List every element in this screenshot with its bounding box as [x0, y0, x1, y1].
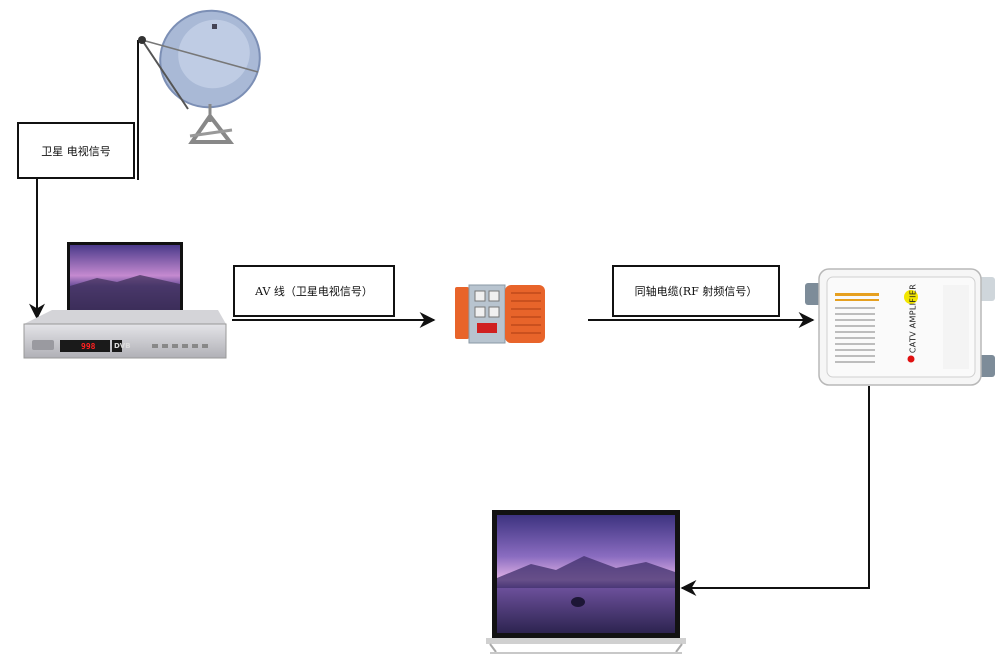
- catv-amplifier-icon: [805, 268, 995, 386]
- coax-cable-text: 同轴电缆(RF 射频信号）: [634, 285, 758, 298]
- satellite-signal-text: 卫星 电视信号: [41, 144, 111, 158]
- rf-modulator-icon: [455, 284, 545, 344]
- av-cable-label: AV 线（卫星电视信号）: [233, 265, 395, 317]
- av-cable-text: AV 线（卫星电视信号）: [255, 285, 373, 298]
- television-icon: [486, 510, 686, 654]
- satellite-signal-label: 卫星 电视信号: [17, 122, 135, 179]
- satellite-receiver-icon: [23, 242, 227, 359]
- coax-cable-label: 同轴电缆(RF 射频信号）: [612, 265, 780, 317]
- amplifier-to-tv-arrow: [680, 386, 870, 596]
- receiver-display-text: 998: [81, 342, 96, 351]
- amplifier-label-text: CATV AMPLIFIER: [908, 283, 918, 354]
- satellite-dish-icon: [138, 9, 261, 144]
- receiver-tag-text: DVB: [114, 342, 131, 350]
